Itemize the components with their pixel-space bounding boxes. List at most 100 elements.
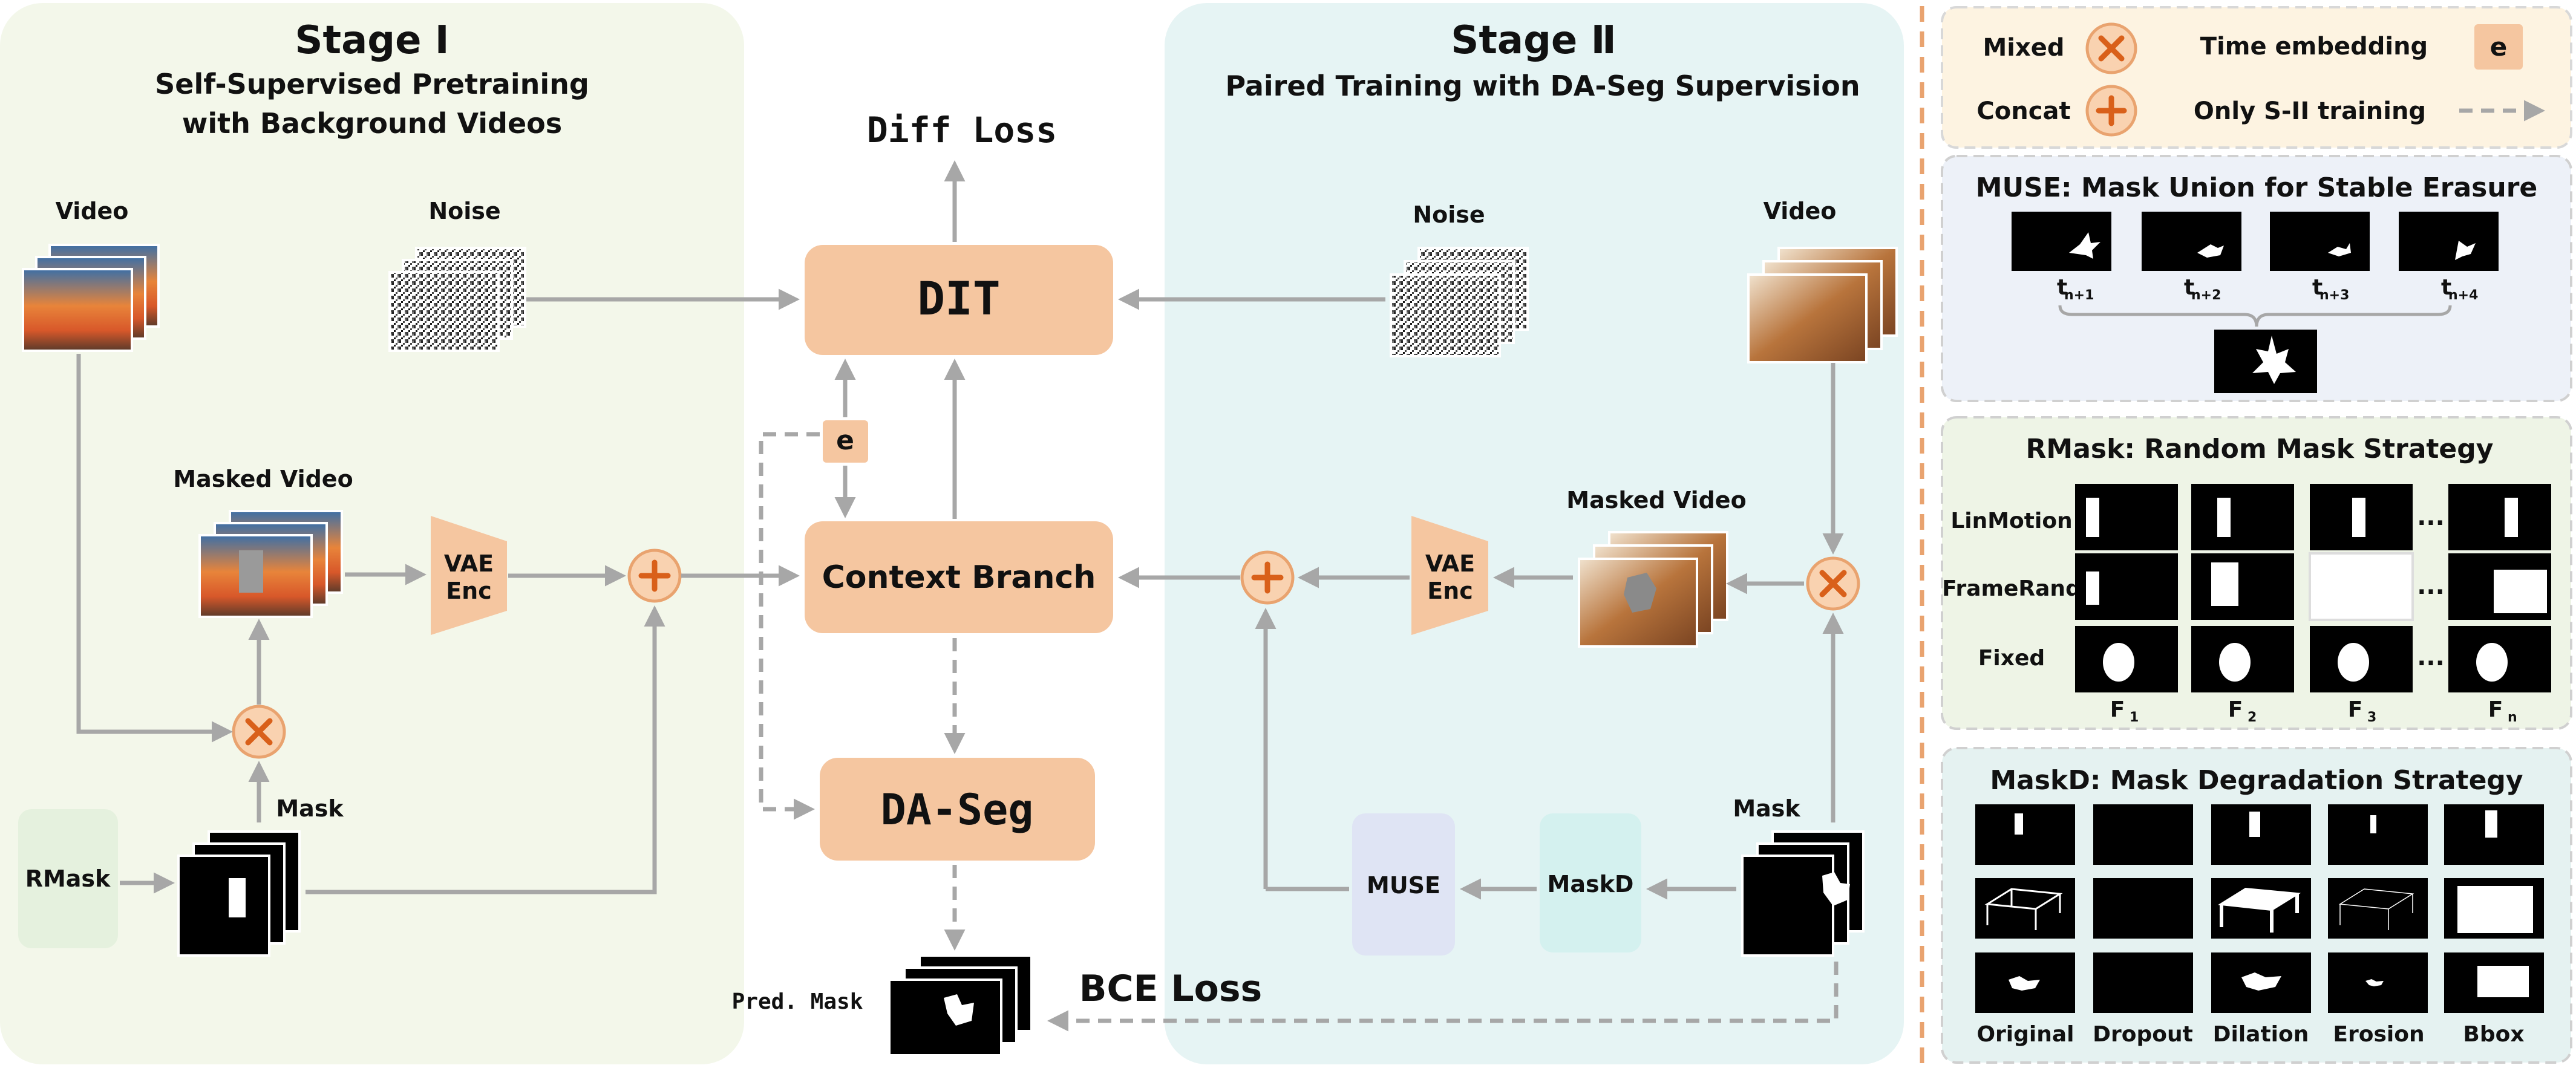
- maskd-grid: [1975, 804, 2544, 1013]
- rmask-ellipsis: ...: [2417, 643, 2445, 671]
- legend-concat-symbol: [2085, 85, 2137, 137]
- maskd-block: [1540, 813, 1641, 952]
- stage1-noise-stack: [388, 247, 526, 352]
- muse-block: [1352, 813, 1455, 956]
- legend-mixed-symbol: [2085, 22, 2137, 74]
- daseg-block: [820, 758, 1095, 861]
- rmask-grid: [2075, 484, 2551, 692]
- rmask-col-label: F: [2110, 697, 2125, 722]
- arrow-muse-to-concat: [1266, 612, 1349, 891]
- rmask-col-label: F: [2348, 697, 2363, 722]
- stage2-vae-encoder: [1411, 516, 1488, 635]
- rmask-block: [18, 809, 118, 948]
- arrow-video1-to-mixed: [76, 354, 233, 743]
- rmask-ellipsis: ...: [2417, 572, 2445, 600]
- maskd-col-label: Bbox: [2463, 1022, 2524, 1047]
- legend-mixed-label: Mixed: [1983, 34, 2064, 62]
- stage2-mask-stack: [1741, 830, 1865, 957]
- stage2-vae-text-2: Enc: [1427, 578, 1473, 604]
- maskd-panel-title: MaskD: Mask Degradation Strategy: [1990, 765, 2523, 796]
- stage1-title: Stage Ⅰ: [295, 18, 449, 63]
- rmask-col-label: F: [2488, 697, 2503, 722]
- muse-panel-title: MUSE: Mask Union for Stable Erasure: [1976, 172, 2537, 203]
- pred-mask-label: Pred. Mask: [732, 989, 863, 1014]
- rmask-row-label: LinMotion: [1950, 509, 2072, 533]
- stage2-panel: [1165, 3, 1904, 1064]
- context-branch-block: [805, 521, 1113, 633]
- rmask-row-label: Fixed: [1978, 646, 2045, 671]
- muse-frame-label: t: [2057, 275, 2067, 300]
- stage1-mask-label: Mask: [276, 795, 344, 822]
- legend-concat-label: Concat: [1976, 97, 2070, 125]
- maskd-block-label: MaskD: [1548, 871, 1634, 897]
- stage1-video-stack: [22, 244, 160, 352]
- stage1-vae-encoder: [431, 516, 507, 635]
- stage2-vae-text-1: VAE: [1425, 550, 1475, 577]
- arrows: [76, 160, 1844, 900]
- stage1-noise-label: Noise: [428, 198, 500, 224]
- bce-loss-label: BCE Loss: [1079, 968, 1263, 1010]
- rmask-col-sub: 3: [2367, 710, 2376, 725]
- rmask-row-label: FrameRand: [1942, 576, 2081, 601]
- legend-time-embedding-label: Time embedding: [2200, 33, 2428, 60]
- dashed-arrows: [759, 432, 1839, 1032]
- diff-loss-label: Diff Loss: [867, 109, 1057, 151]
- stage1-panel: [0, 3, 744, 1064]
- muse-frame-labels: t n+1 t n+2 t n+3 t n+4: [2057, 275, 2478, 303]
- pred-mask-stack: [888, 954, 1033, 1057]
- stage1-masked-video-label: Masked Video: [173, 466, 353, 492]
- arrow-embed-to-daseg: [759, 432, 820, 820]
- legend-only-s2-label: Only S-II training: [2194, 97, 2426, 125]
- stage1-mixed-op: [232, 705, 286, 759]
- muse-union-bracket: [2058, 305, 2452, 327]
- muse-block-label: MUSE: [1367, 872, 1440, 899]
- rmask-col-labels: F 1 F 2 F 3 F n: [2110, 697, 2517, 725]
- rmask-col-label: F: [2228, 697, 2243, 722]
- legend-time-symbol: e: [2490, 32, 2508, 62]
- time-embed-label: e: [836, 425, 854, 456]
- daseg-label: DA-Seg: [881, 785, 1034, 835]
- rmask-col-sub: 1: [2130, 710, 2139, 725]
- maskd-col-labels: Original Dropout Dilation Erosion Bbox: [1976, 1022, 2524, 1047]
- rmask-col-sub: n: [2508, 710, 2517, 725]
- stage1-vae-text-1: VAE: [444, 550, 494, 577]
- dit-label: DIT: [917, 272, 1000, 325]
- muse-frames: [2012, 212, 2499, 271]
- stage2-mixed-op: [1806, 556, 1860, 611]
- stage1-mask-stack: [177, 830, 301, 957]
- stage1-masked-video-stack: [198, 510, 343, 618]
- arrow-mask1-to-concat: [306, 605, 665, 894]
- muse-frame-sub: n+1: [2064, 288, 2094, 303]
- muse-frame-sub: n+2: [2191, 288, 2221, 303]
- rmask-ellipsis: ...: [2417, 503, 2445, 531]
- rmask-panel-title: RMask: Random Mask Strategy: [2026, 434, 2494, 464]
- stage1-concat-op: [627, 549, 682, 603]
- stage2-video-stack: [1747, 247, 1898, 363]
- stage1-subtitle-2: with Background Videos: [182, 107, 562, 140]
- muse-frame-label: t: [2441, 275, 2451, 300]
- muse-frame-label: t: [2184, 275, 2194, 300]
- time-embed-block: [823, 420, 868, 463]
- muse-frame-label: t: [2312, 275, 2323, 300]
- stage2-video-label: Video: [1764, 198, 1837, 224]
- stage2-title: Stage Ⅱ: [1451, 18, 1617, 63]
- maskd-col-label: Erosion: [2333, 1022, 2424, 1047]
- muse-frame-sub: n+4: [2448, 288, 2478, 303]
- maskd-col-label: Original: [1976, 1022, 2074, 1047]
- maskd-col-label: Dilation: [2213, 1022, 2309, 1047]
- muse-frame-sub: n+3: [2319, 288, 2349, 303]
- stage1-vae-text-2: Enc: [446, 578, 492, 604]
- maskd-col-label: Dropout: [2093, 1022, 2193, 1047]
- stage2-mask-label: Mask: [1733, 795, 1800, 822]
- rmask-col-sub: 2: [2247, 710, 2257, 725]
- muse-union-shape: [2252, 336, 2296, 384]
- stage2-noise-stack: [1390, 247, 1529, 357]
- rmask-block-label: RMask: [25, 865, 111, 892]
- stage2-subtitle: Paired Training with DA-Seg Supervision: [1225, 70, 1860, 102]
- stage2-masked-video-label: Masked Video: [1566, 487, 1746, 513]
- legend-time-symbol-box: [2474, 24, 2523, 70]
- context-branch-label: Context Branch: [822, 559, 1096, 596]
- stage2-concat-op: [1240, 550, 1295, 605]
- stage2-masked-video-stack: [1578, 531, 1728, 648]
